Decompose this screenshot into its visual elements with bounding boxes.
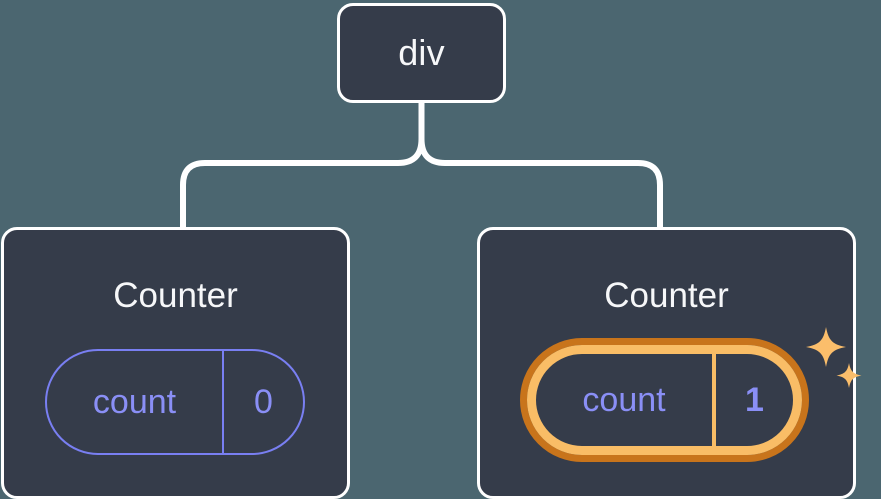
state-value-cell-right: 1 bbox=[716, 354, 793, 446]
node-div[interactable]: div bbox=[337, 3, 506, 103]
state-key-cell-left: count bbox=[47, 351, 224, 453]
node-counter-left-label: Counter bbox=[113, 276, 238, 315]
state-pill-count-left[interactable]: count 0 bbox=[45, 349, 305, 455]
node-counter-right[interactable]: Counter count 1 bbox=[477, 227, 862, 499]
state-key-label-right: count bbox=[582, 381, 666, 419]
state-value-label-right: 1 bbox=[745, 381, 764, 419]
state-value-label-left: 0 bbox=[254, 383, 273, 421]
sparkles-group bbox=[806, 327, 862, 388]
state-value-cell-left: 0 bbox=[224, 351, 303, 453]
node-counter-right-label: Counter bbox=[604, 276, 729, 315]
connector-to-right-child bbox=[418, 136, 663, 230]
state-key-cell-right: count bbox=[536, 354, 716, 446]
connector-to-left-child bbox=[180, 136, 425, 230]
state-key-label-left: count bbox=[92, 383, 177, 421]
state-pill-count-right[interactable]: count 1 bbox=[520, 338, 809, 462]
state-pill-highlight-ring: count 1 bbox=[527, 345, 802, 455]
node-counter-left[interactable]: Counter count 0 bbox=[1, 227, 350, 499]
node-div-label: div bbox=[398, 32, 445, 73]
sparkle-large-icon bbox=[806, 327, 846, 367]
